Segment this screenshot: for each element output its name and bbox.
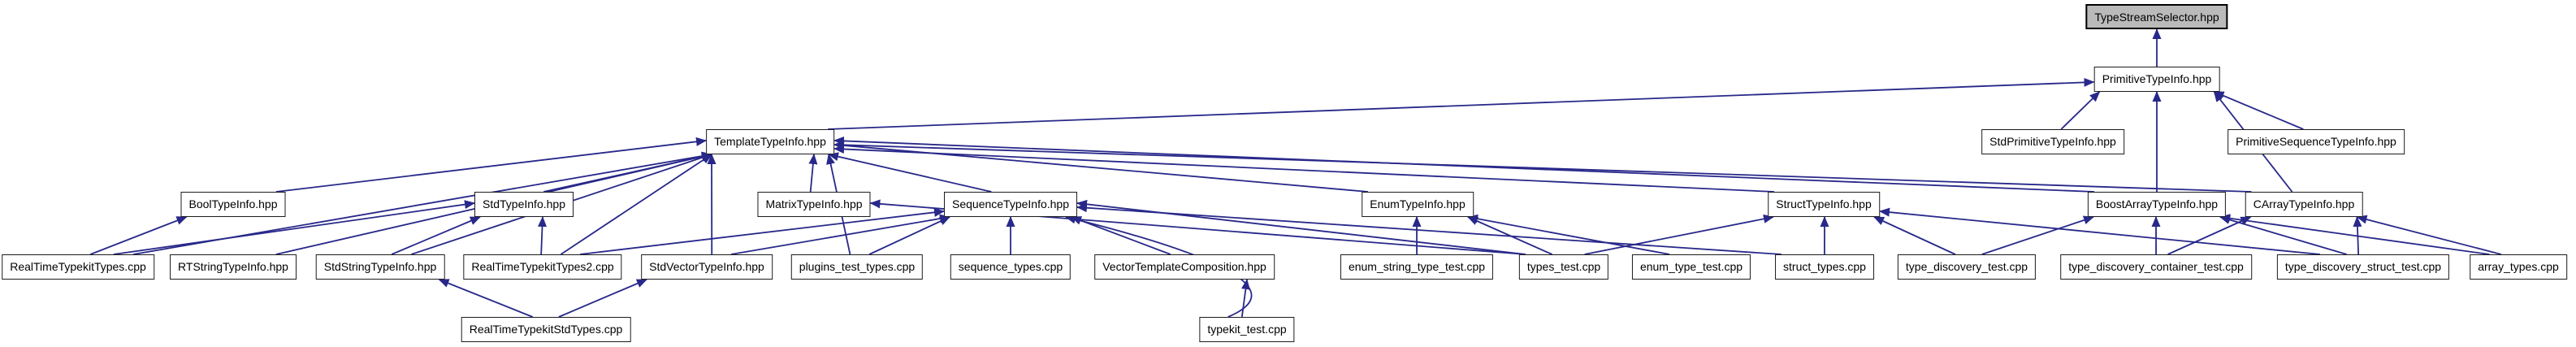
edge-rtt-types2-to-template [560, 154, 712, 255]
graph-node-rtt-types[interactable]: RealTimeTypekitTypes.cpp [2, 254, 154, 280]
graph-node-td-test[interactable]: type_discovery_test.cpp [1897, 254, 2037, 280]
graph-node-stdvector[interactable]: StdVectorTypeInfo.hpp [641, 254, 773, 280]
graph-node-enum[interactable]: EnumTypeInfo.hpp [1362, 192, 1474, 217]
graph-node-td-container[interactable]: type_discovery_container_test.cpp [2060, 254, 2252, 280]
edge-template-to-primitive [827, 77, 2095, 130]
graph-node-typekit-test[interactable]: typekit_test.cpp [1199, 317, 1295, 342]
graph-node-struct[interactable]: StructTypeInfo.hpp [1768, 192, 1880, 217]
edge-rtt-std-to-stdstring [438, 279, 534, 318]
graph-node-enum-string[interactable]: enum_string_type_test.cpp [1340, 254, 1494, 280]
graph-node-primitive[interactable]: PrimitiveTypeInfo.hpp [2093, 67, 2220, 92]
edge-primseq-to-primitive [2213, 91, 2304, 130]
graph-node-seq-types[interactable]: sequence_types.cpp [950, 254, 1072, 280]
edge-rtt-types-to-std [113, 200, 475, 255]
graph-node-boostarray[interactable]: BoostArrayTypeInfo.hpp [2087, 192, 2227, 217]
graph-node-vtc[interactable]: VectorTemplateComposition.hpp [1094, 254, 1275, 280]
edge-struct-to-template [833, 145, 1775, 193]
edge-td-struct-to-struct [1879, 207, 2320, 255]
edge-sequence-to-template [828, 152, 992, 193]
edge-td-container-to-carray [2167, 216, 2252, 255]
edge-types-test-to-struct [1584, 214, 1774, 255]
graph-node-struct-types[interactable]: struct_types.cpp [1775, 254, 1874, 280]
graph-node-typestream: TypeStreamSelector.hpp [2085, 4, 2228, 29]
edge-matrix-to-template [808, 154, 818, 193]
graph-node-template[interactable]: TemplateTypeInfo.hpp [706, 129, 834, 154]
graph-node-sequence[interactable]: SequenceTypeInfo.hpp [943, 192, 1078, 217]
edge-td-test-to-boostarray [1981, 215, 2094, 255]
edge-stdprimitive-to-primitive [2060, 91, 2101, 130]
graph-node-matrix[interactable]: MatrixTypeInfo.hpp [757, 192, 871, 217]
graph-node-bool[interactable]: BoolTypeInfo.hpp [180, 192, 286, 217]
graph-node-carray[interactable]: CArrayTypeInfo.hpp [2245, 192, 2363, 217]
edge-array-types-to-boostarray [2219, 214, 2490, 255]
edge-plugins-to-sequence [868, 216, 950, 255]
edge-typekit-test-to-vtc [1240, 279, 1250, 318]
edge-stdstring-to-std [391, 216, 481, 255]
graph-node-array-types[interactable]: array_types.cpp [2470, 254, 2567, 280]
graph-node-rtt-types2[interactable]: RealTimeTypekitTypes2.cpp [463, 254, 622, 280]
graph-node-rtt-std[interactable]: RealTimeTypekitStdTypes.cpp [461, 317, 631, 342]
edge-enum-test-to-enum [1467, 214, 1670, 255]
graph-node-td-struct[interactable]: type_discovery_struct_test.cpp [2276, 254, 2450, 280]
edge-carray-to-template [833, 140, 2252, 193]
graph-node-rtstring[interactable]: RTStringTypeInfo.hpp [170, 254, 297, 280]
edge-array-types-to-carray [2356, 215, 2502, 255]
edge-types-test-to-enum [1467, 216, 1552, 255]
edge-stdvector-to-sequence [730, 214, 950, 255]
edge-rtt-types2-to-sequence [579, 207, 945, 255]
graph-node-plugins[interactable]: plugins_test_types.cpp [790, 254, 924, 280]
edge-td-struct-to-carray [2353, 216, 2362, 255]
graph-node-stdprimitive[interactable]: StdPrimitiveTypeInfo.hpp [1981, 129, 2124, 154]
edge-rtt-types2-to-std [538, 216, 548, 255]
graph-node-types-test[interactable]: types_test.cpp [1518, 254, 1609, 280]
edge-rtt-types-to-bool [89, 216, 188, 255]
graph-node-std[interactable]: StdTypeInfo.hpp [474, 192, 574, 217]
graph-node-stdstring[interactable]: StdStringTypeInfo.hpp [315, 254, 445, 280]
edge-td-test-to-struct [1873, 216, 1956, 255]
edge-rtt-std-to-stdvector [558, 279, 647, 318]
graph-node-primseq[interactable]: PrimitiveSequenceTypeInfo.hpp [2227, 129, 2405, 154]
edge-bool-to-template [275, 137, 707, 193]
graph-node-enum-test[interactable]: enum_type_test.cpp [1631, 254, 1751, 280]
edge-struct-types-to-sequence [1076, 203, 1782, 255]
